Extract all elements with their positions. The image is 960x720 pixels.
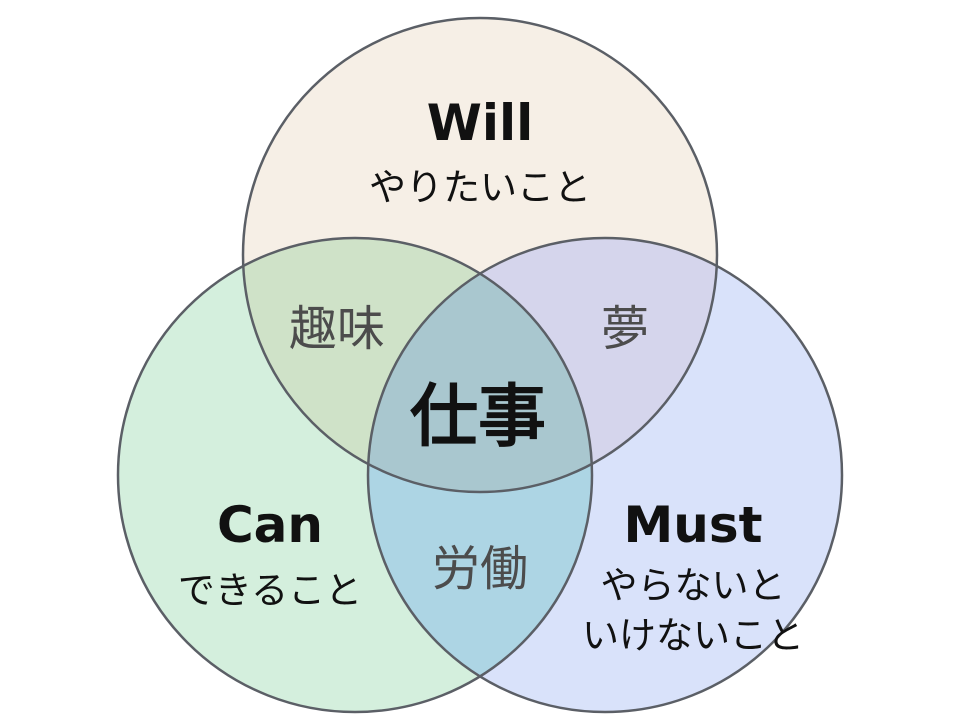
can-circle-outline [116, 236, 594, 714]
overlap-label-labor: 労働 [432, 541, 528, 597]
must-subtitle-line1: やらないと [601, 564, 786, 607]
must-title: Must [623, 496, 762, 554]
center-label-work: 仕事 [410, 378, 546, 457]
will-subtitle: やりたいこと [369, 166, 591, 209]
must-subtitle-line2: いけないこと [582, 614, 804, 657]
will-circle-outline [241, 16, 719, 494]
overlap-label-hobby: 趣味 [289, 301, 385, 357]
can-subtitle: できること [178, 569, 362, 612]
will-title: Will [427, 94, 534, 152]
can-title: Can [217, 496, 323, 554]
overlap-label-dream: 夢 [601, 301, 649, 357]
center-overlap [368, 238, 592, 492]
must-circle-outline [366, 236, 844, 714]
